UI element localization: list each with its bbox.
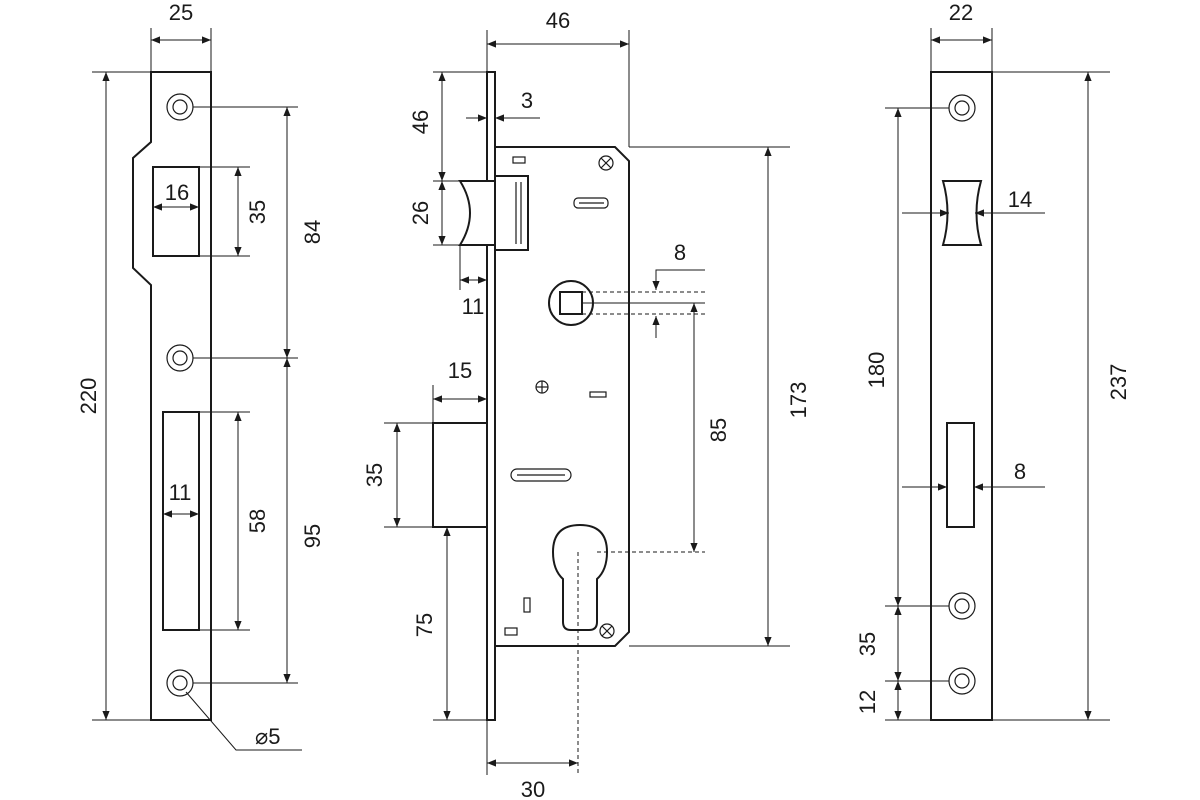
case-screw-top [598,155,614,171]
bottom-offset-label: 12 [855,690,880,714]
case-screw-bottom [599,623,615,639]
case-slot-small-2 [589,391,607,398]
strike-latch-width-label: 16 [165,180,189,205]
strike-bolt-height-label: 58 [245,509,270,533]
case-slot-rounded [573,197,609,209]
latch-height-label: 26 [408,201,433,225]
screw-spacing-label: 180 [864,352,889,389]
strike-hole-spacing-bottom-label: 95 [300,524,325,548]
latch-offset-label: 46 [408,110,433,134]
latch [458,175,529,251]
faceplate-thickness-label: 3 [521,88,533,113]
faceplate-bolt-slot [946,422,975,528]
latch-projection-label: 11 [462,294,485,319]
faceplate-outline [930,71,993,721]
strike-latch-height-label: 35 [245,200,270,224]
backset-label: 30 [521,777,545,800]
lower-spacing-label: 35 [855,632,880,656]
case-slot-small-4 [504,627,518,636]
lock-depth-label: 46 [546,8,570,33]
strike-hole-diameter-label: ⌀5 [255,724,280,749]
lock-case-outline [494,146,630,647]
lock-faceplate-strip [486,71,496,721]
strike-width-label: 25 [169,0,193,25]
latch-slot-width-label: 14 [1008,187,1032,212]
dead-bolt [432,422,488,528]
bolt-offset-label: 75 [412,613,437,637]
lock-body: 46 3 46 26 11 8 15 35 [362,8,811,800]
case-slot-small-3 [523,597,531,613]
case-slot-oblong [510,468,572,482]
strike-plate: 25 220 16 35 84 11 58 95 ⌀5 [76,0,325,751]
bolt-slot-width-label: 8 [1014,459,1026,484]
strike-bolt-opening [162,411,200,631]
faceplate-latch-slot [941,180,983,246]
strike-bolt-width-label: 11 [169,480,192,505]
faceplate-width-label: 22 [949,0,973,25]
strike-height-label: 220 [76,378,101,415]
handle-to-cylinder-label: 85 [706,418,731,442]
strike-hole-spacing-top-label: 84 [300,220,325,244]
case-screw-middle [535,380,549,394]
bolt-height-label: 35 [362,463,387,487]
faceplate-front: 22 14 8 180 35 12 237 [855,0,1131,721]
faceplate-height-label: 237 [1106,364,1131,401]
case-slot-small-1 [512,156,526,164]
case-height-label: 173 [786,382,811,419]
spindle-square-label: 8 [674,240,686,265]
bolt-projection-label: 15 [448,358,472,383]
strike-latch-opening [152,166,200,257]
